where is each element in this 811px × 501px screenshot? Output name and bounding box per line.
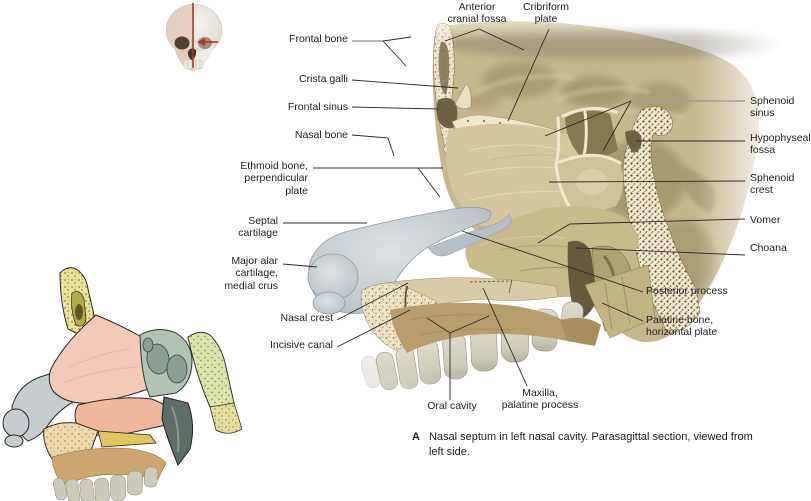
frontal-crest-shadow bbox=[438, 41, 450, 95]
label-palatine-bone: Palatine bone, horizontal plate bbox=[646, 314, 718, 339]
left-orbit bbox=[174, 36, 190, 50]
inset-septum-diagram bbox=[2, 267, 243, 501]
label-oral-cavity: Oral cavity bbox=[427, 400, 477, 412]
leader-frontal-bone-b bbox=[382, 40, 407, 67]
leader-incisive-canal bbox=[336, 309, 411, 348]
maxilla-dome-shape bbox=[390, 302, 601, 353]
leader-lines bbox=[282, 28, 746, 400]
figure-caption: A Nasal septum in left nasal cavity. Par… bbox=[412, 430, 797, 460]
fade-bottom bbox=[340, 372, 690, 417]
skull-orientation-icon bbox=[165, 3, 223, 72]
nasal-aperture bbox=[187, 48, 197, 61]
leader-crista-galli bbox=[351, 79, 459, 89]
septal-cartilage-shape bbox=[307, 206, 512, 315]
inset-pterygoid bbox=[161, 396, 194, 467]
leader-frontal-bone-a bbox=[382, 36, 412, 42]
inset-ethmoid-plate bbox=[48, 314, 149, 404]
label-anterior-cranial-fossa: Anterior cranial fossa bbox=[447, 1, 507, 26]
label-nasal-bone: Nasal bone bbox=[294, 129, 348, 141]
crista-galli-shape bbox=[454, 83, 472, 110]
label-incisive-canal: Incisive canal bbox=[269, 339, 333, 351]
leader-posterior-process bbox=[461, 230, 644, 293]
medial-crus-lobe bbox=[312, 291, 346, 315]
label-sphenoid-crest: Sphenoid crest bbox=[750, 172, 795, 197]
leader-vomer bbox=[537, 218, 746, 244]
leader-frontal-sinus bbox=[351, 106, 439, 110]
leader-sphenoid-sinus-a bbox=[602, 100, 632, 152]
fade-right bbox=[695, 0, 811, 420]
leader-sphenoid-sinus-b bbox=[544, 100, 632, 137]
leader-major-alar bbox=[282, 263, 318, 268]
label-sphenoid-sinus: Sphenoid sinus bbox=[750, 95, 795, 120]
palatine-plates-shape bbox=[584, 264, 656, 339]
label-major-alar-cartilage: Major alar cartilage, medial crus bbox=[224, 255, 278, 292]
leader-maxilla bbox=[482, 287, 528, 387]
label-nasal-crest: Nasal crest bbox=[280, 312, 333, 324]
main-illustration bbox=[307, 0, 811, 420]
inset-frontal-bone bbox=[59, 267, 95, 338]
inset-maxilla bbox=[43, 422, 167, 486]
label-ethmoid-bone: Ethmoid bone, perpendicular plate bbox=[240, 160, 308, 197]
leader-oral-cavity-b bbox=[449, 315, 490, 334]
label-hypophyseal-fossa: Hypophyseal fossa bbox=[750, 132, 811, 157]
label-frontal-sinus: Frontal sinus bbox=[287, 101, 348, 113]
label-septal-cartilage: Septal cartilage bbox=[238, 215, 278, 240]
caption-letter: A bbox=[412, 431, 420, 443]
leader-anterior-cranial-fossa bbox=[444, 28, 525, 51]
caption-text: Nasal septum in left nasal cavity. Paras… bbox=[428, 431, 753, 458]
label-choana: Choana bbox=[750, 242, 787, 254]
hypophyseal-fossa-notch bbox=[625, 130, 642, 153]
label-cribriform-plate: Cribriform plate bbox=[522, 1, 570, 26]
label-posterior-process: Posterior process bbox=[646, 285, 728, 297]
inset-sphenoid bbox=[139, 329, 243, 434]
leader-sphenoid-crest bbox=[548, 180, 746, 183]
label-frontal-bone: Frontal bone bbox=[289, 33, 348, 45]
leader-nasal-bone bbox=[351, 134, 395, 157]
view-direction-arrow bbox=[197, 38, 218, 46]
posterior-process-sliver bbox=[427, 213, 512, 257]
label-vomer: Vomer bbox=[750, 214, 781, 226]
label-crista-galli: Crista galli bbox=[298, 73, 348, 85]
frontal-sinus-cavity bbox=[436, 97, 458, 129]
leader-nasal-crest bbox=[336, 282, 409, 321]
leader-palatine-bone bbox=[601, 302, 644, 322]
leader-ethmoid-b bbox=[417, 167, 441, 198]
sphenoid-bone-shape bbox=[622, 106, 716, 334]
label-maxilla-palatine-process: Maxilla, palatine process bbox=[501, 387, 579, 412]
inset-teeth bbox=[53, 466, 159, 501]
leader-cribriform-plate bbox=[507, 28, 550, 122]
leader-choana bbox=[575, 247, 746, 256]
